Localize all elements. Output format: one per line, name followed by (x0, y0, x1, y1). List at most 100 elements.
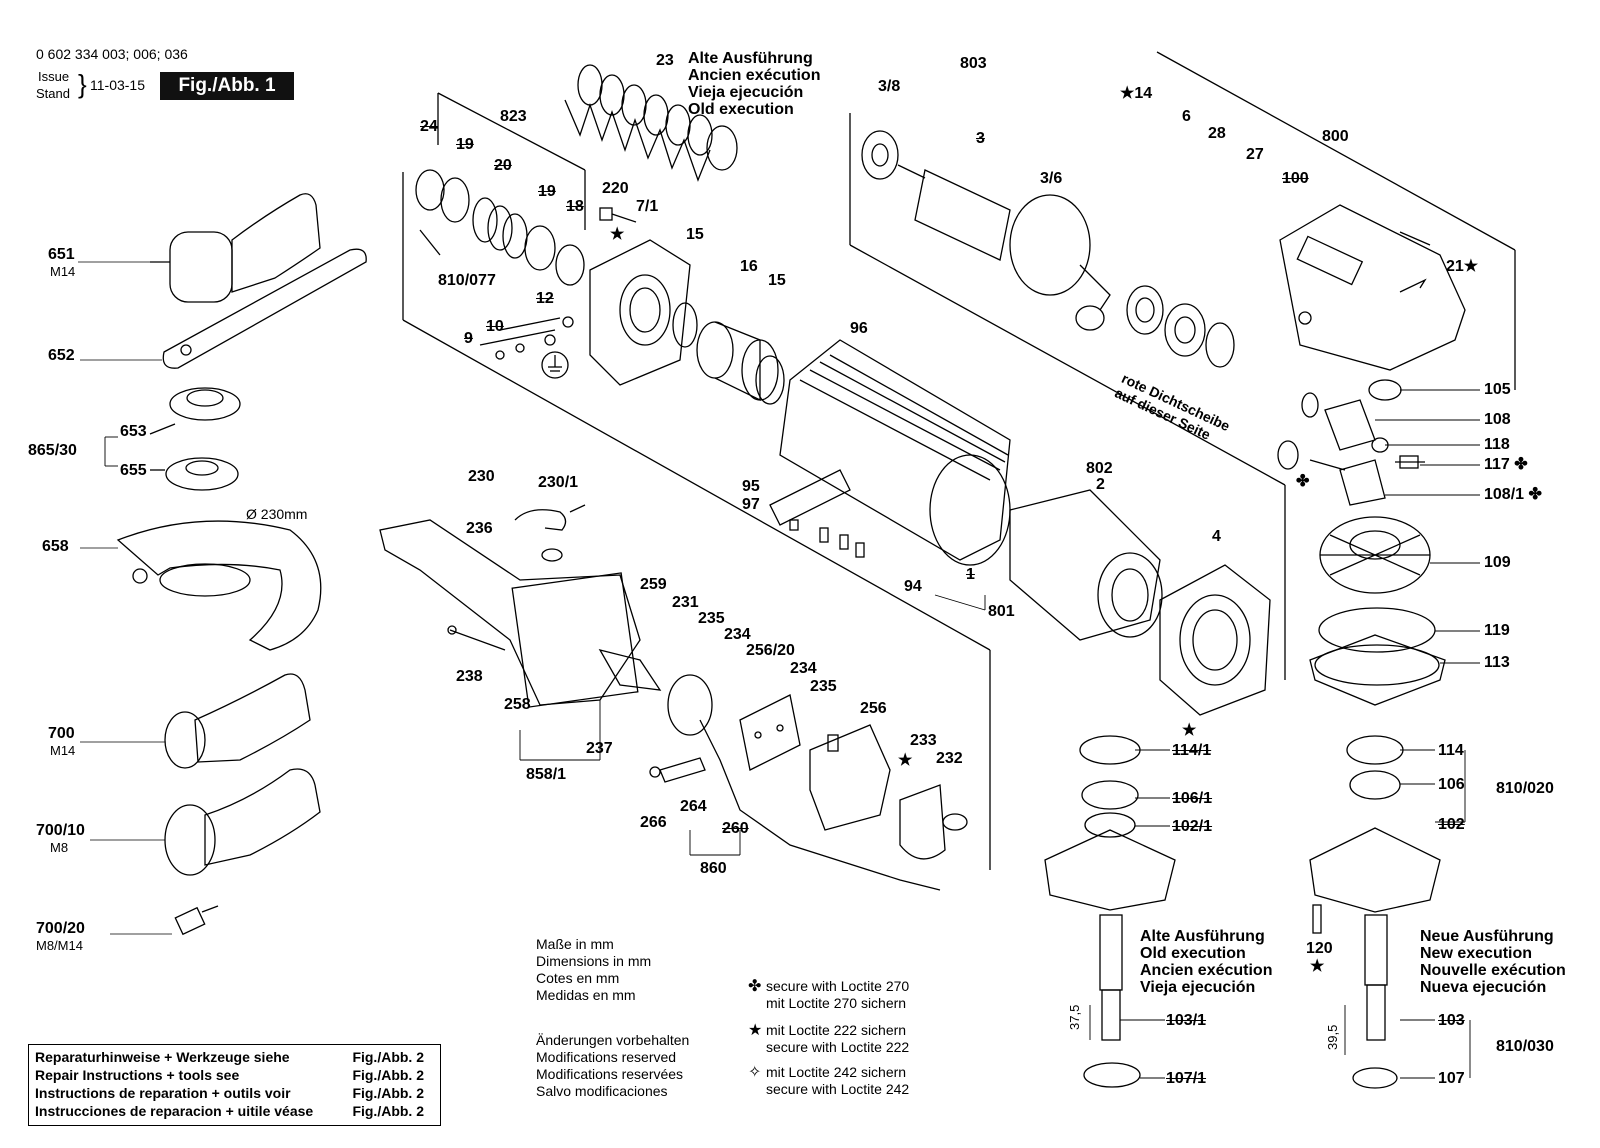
part-810-020: 810/020 (1496, 780, 1554, 797)
part-233: 233 (910, 732, 937, 749)
modifications-note-fr: Modifications reservées (536, 1066, 684, 1082)
part-107-1: 107/1 (1166, 1070, 1207, 1087)
part-103: 103 (1438, 1012, 1465, 1029)
dimension-old: 37,5 (1067, 1004, 1082, 1030)
legend-222-icon: ★ (748, 1022, 763, 1039)
spindle-old-de: Alte Ausführung (1140, 928, 1265, 945)
part-7-1: 7/1 (636, 198, 659, 215)
part-10: 10 (486, 318, 504, 335)
part-6: 6 (1182, 108, 1191, 125)
part-653: 653 (120, 423, 147, 440)
dimensions-note-en: Dimensions in mm (536, 953, 652, 969)
auxiliary-handle-651 (78, 193, 321, 303)
part-20: 20 (494, 157, 512, 174)
old-exec-de: Alte Ausführung (688, 50, 813, 67)
part-810-030: 810/030 (1496, 1038, 1554, 1055)
legend-242-icon: ✧ (748, 1064, 762, 1081)
part-19b: 19 (538, 183, 556, 200)
part-106: 106 (1438, 776, 1465, 793)
gear-parts-108 (1277, 379, 1425, 506)
legend-270-line1: secure with Loctite 270 (766, 978, 910, 994)
part-21: 21★ (1446, 258, 1479, 275)
part-700-20: 700/20 (36, 920, 85, 937)
part-96: 96 (850, 320, 868, 337)
modifications-note: Änderungen vorbehalten Modifications res… (536, 1032, 689, 1100)
modifications-note-es: Salvo modificaciones (536, 1083, 668, 1099)
part-235a: 235 (698, 610, 725, 627)
part-94: 94 (904, 578, 922, 595)
part-23: 23 (656, 52, 674, 69)
spindle-new-heading: Neue Ausführung New execution Nouvelle e… (1420, 928, 1566, 996)
part-114-1: 114/1 (1172, 742, 1212, 759)
spindle-assembly-new (1309, 735, 1441, 1089)
part-15a: 15 (686, 226, 704, 243)
repair-instructions-box: Reparaturhinweise + Werkzeuge siehe Fig./… (28, 1044, 441, 1126)
repair-text-en: Repair Instructions + tools see (35, 1067, 240, 1083)
part-109: 109 (1484, 554, 1511, 571)
part-118: 118 (1484, 436, 1510, 453)
repair-ref-de: Fig./Abb. 2 (352, 1049, 424, 1065)
part-4: 4 (1212, 528, 1221, 545)
part-259: 259 (640, 576, 667, 593)
figure-title: Fig./Abb. 1 (160, 72, 294, 100)
model-numbers: 0 602 334 003; 006; 036 (36, 46, 188, 62)
part-119: 119 (1484, 622, 1510, 639)
old-execution-top: Alte Ausführung Ancien exécution Vieja e… (688, 50, 820, 118)
part-3: 3 (976, 130, 985, 147)
rear-handle-258 (379, 519, 641, 708)
part-120: 120 (1306, 940, 1333, 957)
repair-text-es: Instrucciones de reparacion + uitile véa… (35, 1103, 314, 1119)
spanner-652 (80, 248, 367, 369)
part-865-30: 865/30 (28, 442, 77, 459)
dimension-new: 39,5 (1325, 1024, 1340, 1050)
repair-row-fr: Instructions de reparation + outils voir… (35, 1085, 434, 1103)
repair-row-de: Reparaturhinweise + Werkzeuge siehe Fig./… (35, 1049, 434, 1067)
brace-symbol: } (78, 69, 87, 99)
spindle-new-de: Neue Ausführung (1420, 928, 1554, 945)
part-102: 102 (1438, 816, 1465, 833)
repair-row-es: Instrucciones de reparacion + uitile véa… (35, 1103, 434, 1121)
part-120-star: ★ (1310, 958, 1325, 975)
guard-diameter: Ø 230mm (246, 506, 308, 522)
dimensions-note-de: Maße in mm (536, 936, 614, 952)
repair-text-fr: Instructions de reparation + outils voir (35, 1085, 291, 1101)
part-97: 97 (742, 496, 760, 513)
armature-803 (861, 130, 1111, 331)
part-651: 651 (48, 246, 75, 263)
old-exec-es: Vieja ejecución (688, 84, 804, 101)
modifications-note-de: Änderungen vorbehalten (536, 1032, 690, 1048)
part-230: 230 (468, 468, 495, 485)
part-12: 12 (536, 290, 554, 307)
gear-rings-823 (415, 169, 585, 286)
repair-text-de: Reparaturhinweise + Werkzeuge siehe (35, 1049, 290, 1065)
issue-date: 11-03-15 (90, 77, 146, 93)
legend-242-line2: secure with Loctite 242 (766, 1081, 910, 1097)
motor-housing-96 (779, 339, 1011, 566)
part-237: 237 (586, 740, 613, 757)
part-19a: 19 (456, 136, 474, 153)
part-800: 800 (1322, 128, 1349, 145)
part-108-1: 108/1 ✤ (1484, 486, 1542, 503)
spindle-old-fr: Ancien exécution (1140, 962, 1273, 979)
part-802: 802 (1086, 460, 1113, 477)
part-28: 28 (1208, 125, 1226, 142)
part-100: 100 (1282, 170, 1309, 187)
legend-270-line2: mit Loctite 270 sichern (766, 995, 907, 1011)
part-266: 266 (640, 814, 667, 831)
legend-loctite-270: ✤ secure with Loctite 270 mit Loctite 27… (748, 978, 909, 1012)
part-27: 27 (1246, 146, 1264, 163)
part-114: 114 (1438, 742, 1464, 759)
part-264: 264 (680, 798, 707, 815)
frame-lines (402, 51, 1516, 870)
dimensions-note-fr: Cotes en mm (536, 970, 620, 986)
part-230-1: 230/1 (538, 474, 579, 491)
part-103-1: 103/1 (1166, 1012, 1207, 1029)
leader-lines (104, 389, 1480, 1079)
legend-242-line1: mit Loctite 242 sichern (766, 1064, 907, 1080)
side-handle-700-10 (90, 768, 321, 876)
screw-set-810-077 (479, 316, 574, 379)
part-860: 860 (700, 860, 727, 877)
motor-housing-cover-800 (1279, 204, 1466, 371)
